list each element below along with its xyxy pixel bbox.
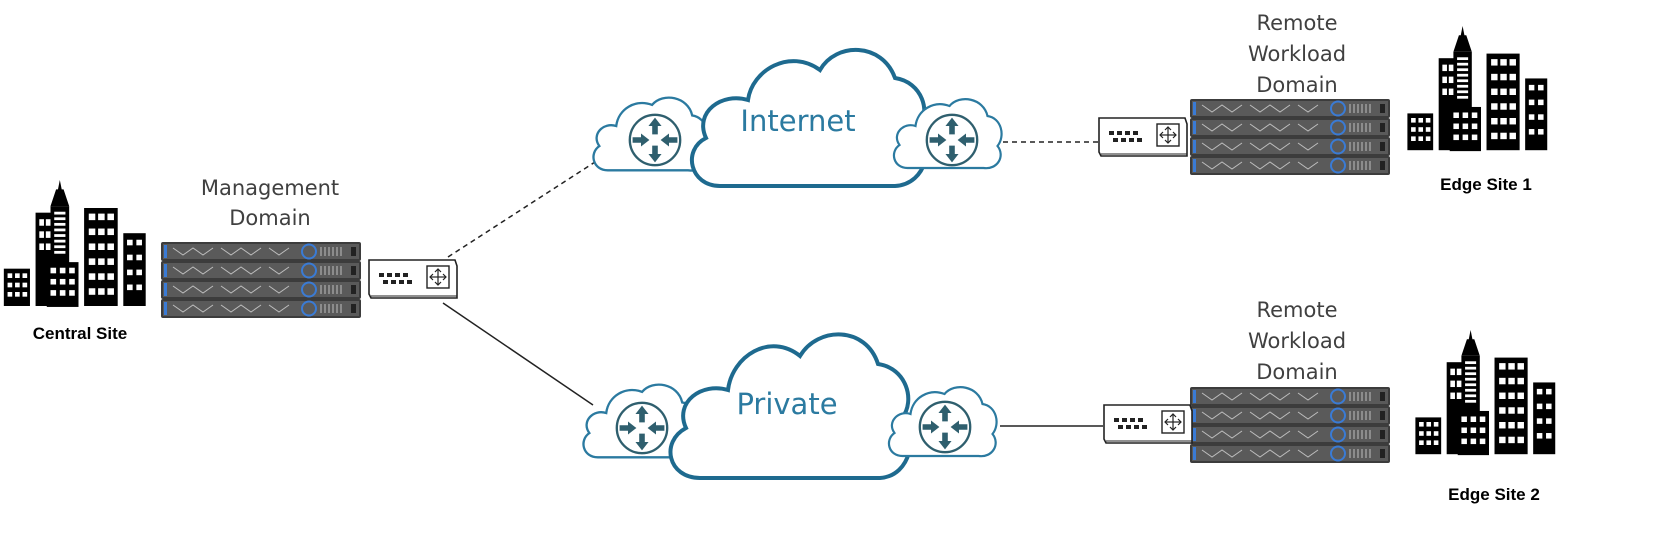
- internet-cloud-group: Internet: [592, 47, 1003, 188]
- internet-link-central: [447, 161, 596, 258]
- server-rack-icon: [1188, 99, 1392, 175]
- remote-domain-1-label-line3: Domain: [1256, 73, 1338, 97]
- remote-workload-domain-1: Remote Workload Domain: [1188, 11, 1392, 175]
- server-rack-icon: [1188, 387, 1392, 463]
- remote-domain-2-label-line3: Domain: [1256, 360, 1338, 384]
- remote-domain-1-label-line2: Workload: [1248, 42, 1346, 66]
- remote-domain-2-label-line2: Workload: [1248, 329, 1346, 353]
- edge-site-2-label: Edge Site 2: [1448, 485, 1540, 504]
- network-switch-icon: [1103, 404, 1193, 444]
- private-cloud-label: Private: [736, 387, 837, 421]
- edge-site-1-label: Edge Site 1: [1440, 175, 1532, 194]
- central-site: Central Site: [3, 180, 146, 343]
- private-cloud-group: Private: [582, 332, 998, 480]
- edge-site-1: Edge Site 1: [1407, 26, 1548, 194]
- router-icon: [628, 113, 682, 167]
- network-switch-icon: [1098, 117, 1188, 157]
- server-unit: [1188, 387, 1392, 406]
- server-unit: [160, 299, 362, 318]
- server-unit: [1188, 406, 1392, 425]
- router-icon: [925, 113, 979, 167]
- router-icon: [918, 400, 972, 454]
- edge-site-2: Edge Site 2: [1415, 330, 1556, 504]
- city-buildings-icon: [1407, 26, 1548, 152]
- server-unit: [1188, 99, 1392, 118]
- server-unit: [1188, 156, 1392, 175]
- city-buildings-icon: [3, 180, 146, 307]
- management-domain-label-line2: Domain: [229, 206, 311, 230]
- remote-domain-2-label-line1: Remote: [1256, 298, 1337, 322]
- server-unit: [1188, 137, 1392, 156]
- server-unit: [1188, 118, 1392, 137]
- network-switch-icon: [368, 259, 458, 299]
- server-unit: [160, 280, 362, 299]
- internet-cloud-label: Internet: [740, 104, 855, 138]
- management-domain-label-line1: Management: [201, 176, 339, 200]
- links: [442, 141, 1103, 427]
- router-icon: [615, 401, 669, 455]
- server-unit: [1188, 425, 1392, 444]
- management-domain: Management Domain: [160, 176, 362, 318]
- remote-workload-domain-2: Remote Workload Domain: [1188, 298, 1392, 463]
- server-unit: [160, 261, 362, 280]
- server-unit: [160, 242, 362, 261]
- city-buildings-icon: [1415, 330, 1556, 456]
- server-unit: [1188, 444, 1392, 463]
- server-rack-icon: [160, 242, 362, 318]
- central-site-label: Central Site: [33, 324, 127, 343]
- remote-domain-1-label-line1: Remote: [1256, 11, 1337, 35]
- private-link-central: [442, 302, 594, 406]
